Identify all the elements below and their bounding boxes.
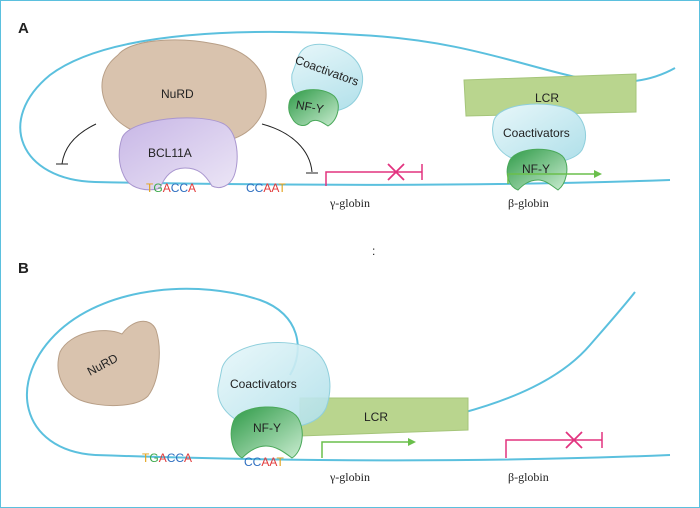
panel-a-repression-right xyxy=(261,123,313,173)
panel-a-lcr-label: LCR xyxy=(535,91,559,105)
nucleotide-t: T xyxy=(146,181,154,195)
panel-a-nurd-label: NuRD xyxy=(161,87,194,101)
panel-b-beta-promoter-repressed xyxy=(505,439,602,458)
panel-a-repression-left xyxy=(61,123,97,165)
nucleotide-a: A xyxy=(184,451,192,465)
panel-b-beta-cross-2 xyxy=(565,431,583,449)
nucleotide-a: A xyxy=(263,181,271,195)
panel-a-bcl11a xyxy=(118,117,238,191)
panel-a-lcr-coactivators-label: Coactivators xyxy=(503,126,570,140)
panel-a-lcr-nfy-label: NF-Y xyxy=(522,162,550,176)
panel-b-dna-strand xyxy=(25,287,299,456)
panel-a-gamma-cross-2 xyxy=(387,163,405,181)
nucleotide-c: C xyxy=(167,451,176,465)
nucleotide-c: C xyxy=(171,181,180,195)
panel-b-tgacca-motif: TGACCA xyxy=(142,451,192,465)
panel-a-gamma-promoter-repressed xyxy=(325,171,422,186)
panel-a-lcr xyxy=(463,73,637,117)
nucleotide-a: A xyxy=(269,455,277,469)
panel-b-label: B xyxy=(18,260,29,277)
nucleotide-a: A xyxy=(261,455,269,469)
panel-b-gamma-promoter-active xyxy=(321,441,408,458)
panel-a-free-nfy-label: NF-Y xyxy=(295,98,325,117)
nucleotide-c: C xyxy=(255,181,264,195)
panel-b-gamma-arrowhead xyxy=(408,438,416,446)
nucleotide-c: C xyxy=(179,181,188,195)
panel-a-beta-promoter-active xyxy=(507,173,594,184)
nucleotide-c: C xyxy=(253,455,262,469)
panel-a-beta-globin-label: β-globin xyxy=(508,196,549,210)
nucleotide-g: G xyxy=(153,181,162,195)
panel-a-beta-arrowhead xyxy=(594,170,602,178)
panel-a-lcr-coactivators xyxy=(492,103,586,164)
panel-b-nfy xyxy=(230,406,303,459)
panel-a-bcl11a-label: BCL11A xyxy=(148,146,192,160)
panel-a-dna-baseline xyxy=(94,179,671,186)
nucleotide-a: A xyxy=(188,181,196,195)
nucleotide-a: A xyxy=(163,181,171,195)
panel-b-ccaat-motif: CCAAT xyxy=(244,455,284,469)
nucleotide-a: A xyxy=(159,451,167,465)
panel-a-tgacca-motif: TGACCA xyxy=(146,181,196,195)
nucleotide-g: G xyxy=(149,451,158,465)
nucleotide-a: A xyxy=(271,181,279,195)
separator-colon: : xyxy=(372,244,375,258)
panel-b-gamma-globin-label: γ-globin xyxy=(329,470,370,484)
nucleotide-c: C xyxy=(246,181,255,195)
nucleotide-t: T xyxy=(276,455,284,469)
nucleotide-t: T xyxy=(142,451,150,465)
panel-a-free-nfy xyxy=(288,89,339,127)
nucleotide-t: T xyxy=(278,181,286,195)
panel-b-coactivators-label: Coactivators xyxy=(230,377,297,391)
panel-b-nfy-label: NF-Y xyxy=(253,421,281,435)
panel-b-nurd-complex xyxy=(57,320,160,407)
nucleotide-c: C xyxy=(244,455,253,469)
panel-a-ccaat-motif: CCAAT xyxy=(246,181,286,195)
nucleotide-c: C xyxy=(175,451,184,465)
panel-a-label: A xyxy=(18,20,29,37)
panel-a-gamma-globin-label: γ-globin xyxy=(329,196,370,210)
panel-b-lcr-label: LCR xyxy=(364,410,388,424)
panel-a-lcr-nfy xyxy=(506,148,568,191)
panel-b-beta-globin-label: β-globin xyxy=(508,470,549,484)
panel-b-dna-baseline xyxy=(94,454,671,462)
panel-b-dna-loop-right xyxy=(461,291,636,414)
